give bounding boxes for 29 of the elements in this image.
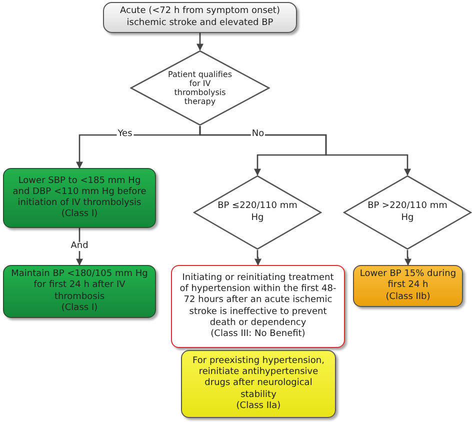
node-text: (Class I) [61,209,98,220]
node-text: For preexisting hypertension, reinitiate antihypertensive drugs after neurological stability [192,356,326,401]
arrow [254,250,262,266]
node-text: (Class IIb) [386,292,430,303]
edge-label: And [70,242,90,252]
node-text: Patient qualifies for IV thrombolysis therapy [166,70,234,106]
node-text: Lower SBP to <185 mm Hg and DBP <110 mm Hg before initiation of IV thrombolysis [12,176,148,209]
decision-diamond [343,175,472,250]
node-text: (Class III: No Benefit) [210,329,306,340]
node-text: (Class I) [61,302,98,314]
node-text: (Class IIa) [236,400,281,412]
decision-diamond [130,50,270,126]
recommendation-box [181,350,336,418]
arrow [404,250,412,266]
process-box [3,168,156,228]
arrow [76,228,83,266]
decision-diamond [193,175,322,250]
node-text: BP >220/110 mm Hg [366,201,448,224]
node-text: Maintain BP <180/105 mm Hg for first 24 h after IV thrombosis [10,269,149,303]
node-text: Lower BP 15% during first 24 h [359,269,457,292]
arrow [196,33,204,51]
node-text: Acute (<72 h from symptom onset) ischemic stroke and elevated BP [119,6,281,29]
arrow [199,126,411,176]
outcome-box [171,265,345,348]
node-text: BP ≤220/110 mm Hg [216,201,298,224]
start-box [103,2,297,33]
recommendation-box [353,265,463,307]
process-box [3,265,156,318]
node-text: Initiating or reinitiating treatment of hypertension within the first 48-72 hours after an acute ischemic stroke is ineffective to prevent death or dependency [178,272,338,329]
